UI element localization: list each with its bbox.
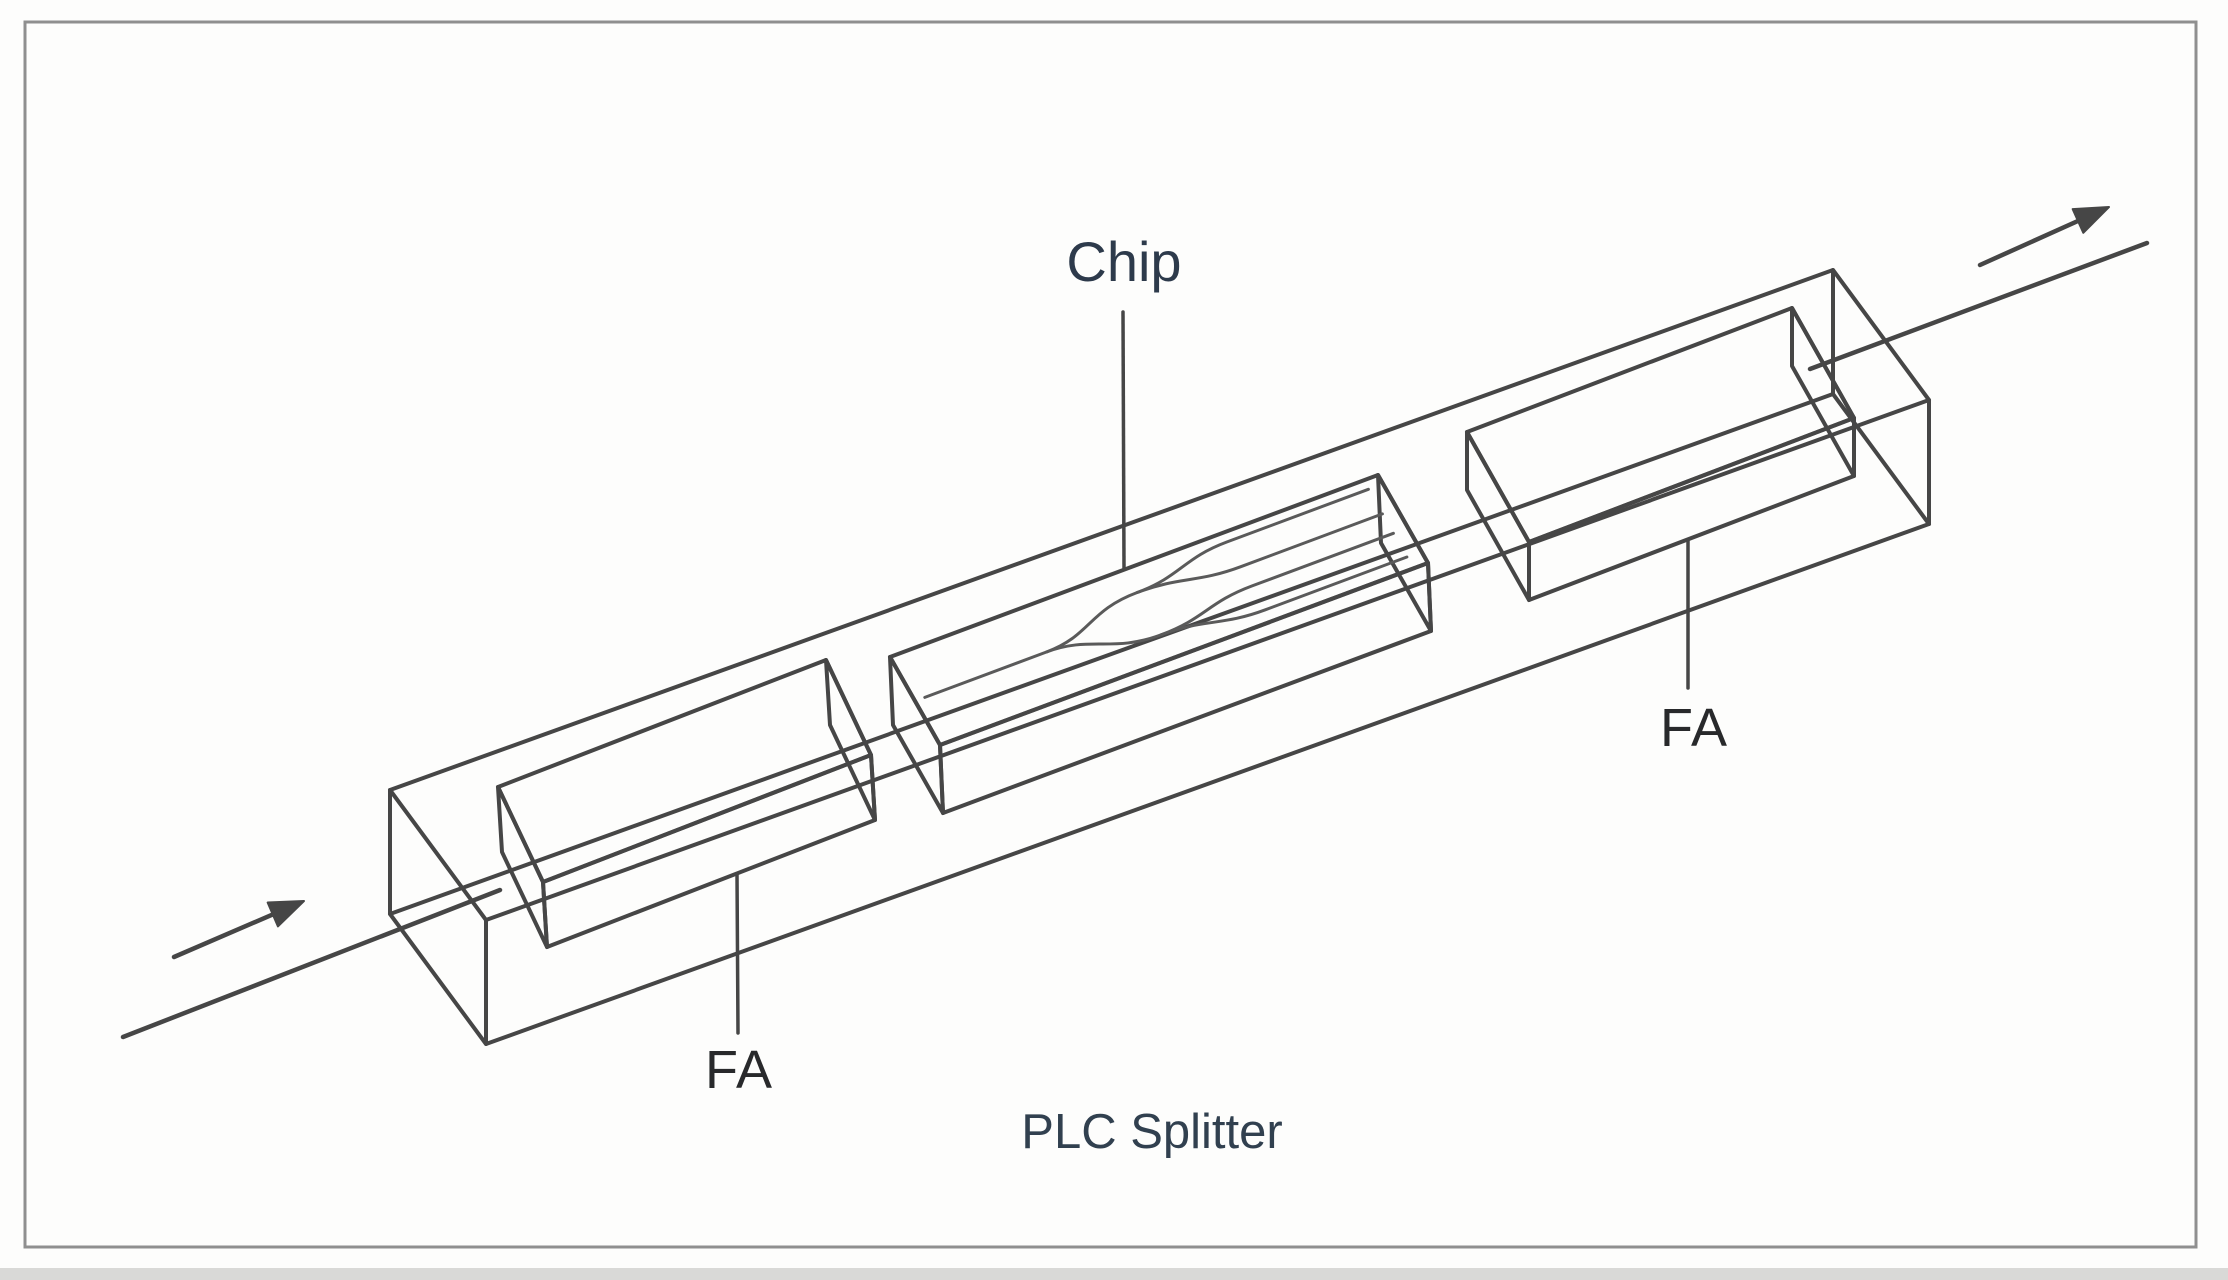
input-fiber [120,887,503,1040]
outer-tube-right-face [1831,268,1931,526]
figure-border [23,20,2198,1249]
input-arrow-shaft [171,906,288,960]
waveguide-path-3 [1135,487,1370,594]
waveguide-path-0 [923,650,1049,699]
fa-left-leader [735,872,740,1035]
outer-tube-long-edge-0 [388,268,1835,792]
fa-left-label: FA [705,1040,773,1100]
waveguide-path-1 [1045,591,1139,654]
outer-tube-long-edge-1 [484,398,1931,922]
figure-linework [120,206,2150,1046]
fa-right-block-right-face [1790,306,1856,478]
chip-label: Chip [1066,230,1181,293]
fa-left-block-front-face [541,753,877,949]
output-arrow-head-icon [2071,206,2110,234]
diagram-title: PLC Splitter [1021,1105,1282,1159]
chip-block-right-face [1376,473,1433,633]
output-arrow-shaft [1977,213,2093,268]
chip-block-left-face [888,655,945,815]
output-fiber [1807,240,2150,372]
fa-right-block-left-face [1465,430,1531,602]
waveguide-path-2 [1045,633,1163,654]
waveguide-path-4 [1135,512,1384,594]
page-bottom-band [0,1268,2228,1280]
outer-tube-left-face [388,788,488,1046]
fa-left-block-left-face [496,785,549,949]
chip-leader [1121,310,1126,570]
outer-tube-long-edge-3 [484,522,1931,1046]
waveguide-path-6 [1159,555,1409,637]
fa-left-block-right-face [824,658,877,822]
outer-tube-long-edge-2 [388,392,1835,916]
fa-right-label: FA [1660,698,1728,758]
input-arrow-head-icon [266,900,305,928]
